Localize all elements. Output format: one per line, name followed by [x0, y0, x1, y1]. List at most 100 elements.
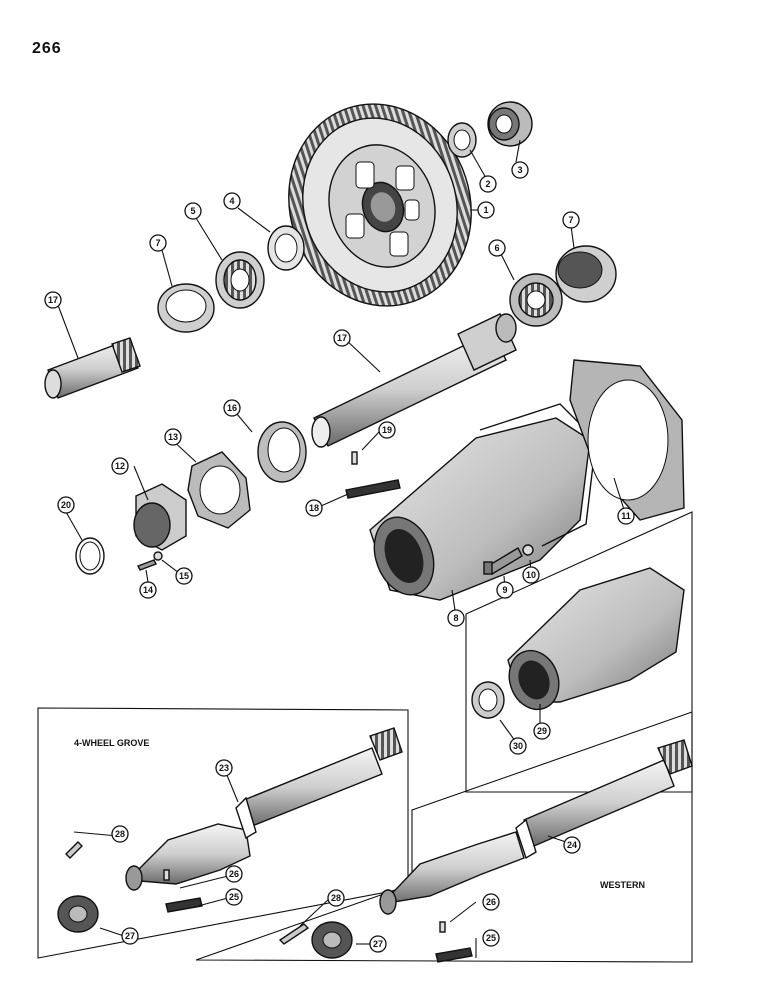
roll-pin-right [439, 921, 446, 933]
svg-text:3: 3 [517, 165, 522, 175]
svg-text:8: 8 [453, 613, 458, 623]
svg-text:24: 24 [567, 840, 577, 850]
svg-text:17: 17 [48, 295, 58, 305]
inset-label-western: WESTERN [600, 880, 645, 890]
callout-17-right: 17 [333, 329, 351, 347]
svg-text:26: 26 [486, 897, 496, 907]
callout-4: 4 [223, 192, 241, 210]
callout-2: 2 [479, 175, 497, 193]
svg-text:29: 29 [537, 726, 547, 736]
svg-text:10: 10 [526, 570, 536, 580]
svg-text:4: 4 [229, 196, 234, 206]
svg-text:13: 13 [168, 432, 178, 442]
svg-text:17: 17 [337, 333, 347, 343]
axle-housing [369, 403, 597, 601]
callout-23: 23 [215, 759, 233, 777]
seal-retainer [133, 483, 187, 551]
svg-text:25: 25 [229, 892, 239, 902]
svg-text:20: 20 [61, 500, 71, 510]
callout-11: 11 [617, 507, 635, 525]
four-wheel-grove-axle-shaft [125, 727, 403, 891]
callout-9: 9 [496, 581, 514, 599]
callout-12: 12 [111, 457, 129, 475]
shaft-bearing-cup [257, 421, 307, 483]
thrust-washer [267, 225, 305, 271]
callout-29: 29 [533, 722, 551, 740]
callout-10: 10 [522, 566, 540, 584]
woodruff-key [345, 479, 401, 499]
svg-text:14: 14 [143, 585, 153, 595]
callout-28-left: 28 [111, 825, 129, 843]
cap-screw-small [137, 559, 157, 571]
housing-seal [471, 681, 505, 719]
callout-19: 19 [378, 421, 396, 439]
callout-13: 13 [164, 428, 182, 446]
svg-text:7: 7 [568, 215, 573, 225]
svg-text:30: 30 [513, 741, 523, 751]
callout-6: 6 [488, 239, 506, 257]
callout-20: 20 [57, 496, 75, 514]
svg-text:23: 23 [219, 763, 229, 773]
callout-17-left: 17 [44, 291, 62, 309]
inset-label-4-wheel-grove: 4-WHEEL GROVE [74, 738, 149, 748]
housing-washer [522, 544, 534, 556]
svg-text:28: 28 [115, 829, 125, 839]
callout-18: 18 [305, 499, 323, 517]
svg-text:15: 15 [179, 571, 189, 581]
svg-text:11: 11 [621, 511, 631, 521]
long-pinion-shaft [311, 313, 517, 448]
callout-27-right: 27 [369, 935, 387, 953]
western-inset-border [195, 711, 693, 963]
roll-pin [351, 451, 358, 465]
callout-3: 3 [511, 161, 529, 179]
roll-pin-left [163, 869, 170, 881]
callout-7-right: 7 [562, 211, 580, 229]
housing-gasket [569, 359, 685, 521]
housing-bolt [483, 547, 523, 575]
callout-26-right: 26 [482, 893, 500, 911]
right-bearing-cone [509, 273, 563, 327]
svg-text:16: 16 [227, 403, 237, 413]
callout-14: 14 [139, 581, 157, 599]
svg-text:6: 6 [494, 243, 499, 253]
left-bearing-cup [157, 283, 215, 333]
svg-text:5: 5 [190, 206, 195, 216]
castle-nut-right [311, 921, 353, 959]
callout-8: 8 [447, 609, 465, 627]
key-right [435, 947, 473, 963]
callout-1: 1 [477, 201, 495, 219]
callout-25-right: 25 [482, 929, 500, 947]
left-bearing-cone [215, 251, 265, 309]
callout-24: 24 [563, 836, 581, 854]
callout-27-left: 27 [121, 927, 139, 945]
svg-text:9: 9 [502, 585, 507, 595]
cover-gasket [187, 451, 251, 529]
cotter-pin-left [65, 841, 83, 859]
callout-16: 16 [223, 399, 241, 417]
callout-26-left: 26 [225, 865, 243, 883]
castle-nut-left [57, 895, 99, 933]
callout-7-left: 7 [149, 234, 167, 252]
short-splined-shaft [44, 337, 141, 399]
lock-washer-small [153, 551, 163, 561]
callout-5: 5 [184, 202, 202, 220]
callout-15: 15 [175, 567, 193, 585]
page-number: 266 [32, 40, 62, 57]
svg-text:27: 27 [125, 931, 135, 941]
cotter-pin-right [278, 923, 310, 945]
svg-text:18: 18 [309, 503, 319, 513]
svg-text:28: 28 [331, 893, 341, 903]
bearing-nut [487, 101, 533, 147]
retaining-ring [75, 537, 105, 575]
svg-text:19: 19 [382, 425, 392, 435]
callout-25-left: 25 [225, 888, 243, 906]
svg-text:12: 12 [115, 461, 125, 471]
western-axle-shaft [379, 739, 693, 915]
snap-ring [447, 122, 477, 158]
bull-gear [288, 103, 472, 307]
svg-text:26: 26 [229, 869, 239, 879]
svg-text:27: 27 [373, 939, 383, 949]
svg-text:2: 2 [485, 179, 490, 189]
